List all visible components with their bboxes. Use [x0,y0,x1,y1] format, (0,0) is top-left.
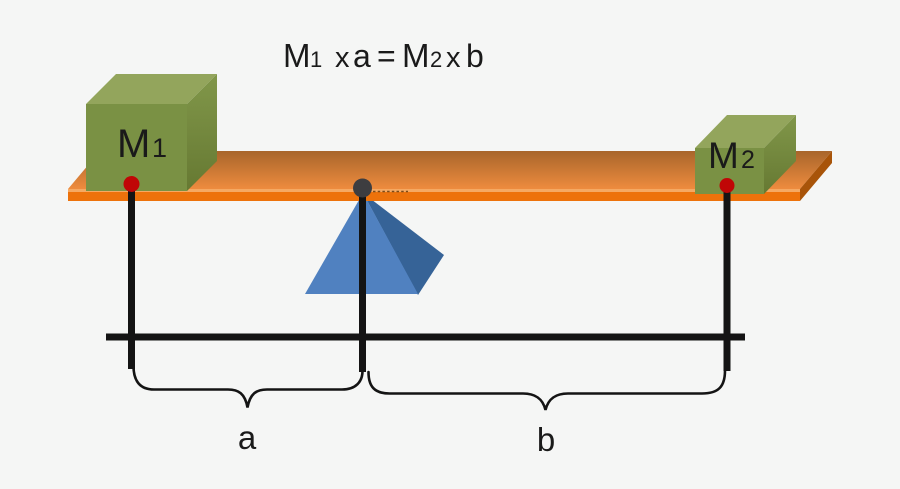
distance-b-brace [367,369,727,411]
mass1-box-front-face [86,104,187,191]
formula-rhs-times: x [446,42,461,74]
formula-equals-sign: = [377,38,396,74]
fulcrum-pyramid-side-face [363,193,444,295]
formula-rhs-mass-subscript: 2 [430,47,442,72]
mass2-box-side-face [764,115,796,194]
mass2-box-top-face [695,115,796,148]
mass1-label-subscript: 1 [152,133,167,163]
formula-lhs-times: x [335,42,350,74]
mass2-contact-dot [719,178,735,193]
mass2-label-subscript: 2 [741,146,755,174]
plank-front-face [68,192,800,201]
formula-lhs-mass-subscript: 1 [310,47,322,72]
formula-lhs-distance: a [353,38,371,74]
mass1-box-side-face [187,74,217,191]
plank-end-face [800,151,832,201]
mass1-label: M [117,122,150,166]
plank-highlight-edge [68,189,800,192]
mass1-contact-dot [123,176,140,192]
distance-a-label: a [238,419,257,456]
mass2-label: M [708,135,739,176]
formula-rhs-mass: M [402,37,430,74]
formula-rhs-distance: b [466,38,484,74]
distance-a-brace [132,364,364,408]
fulcrum-pivot-dot [353,178,372,198]
distance-b-label: b [537,421,555,458]
mass1-box-top-face [86,74,217,104]
formula-lhs-mass: M [283,37,311,74]
plank-top-surface [68,151,832,189]
